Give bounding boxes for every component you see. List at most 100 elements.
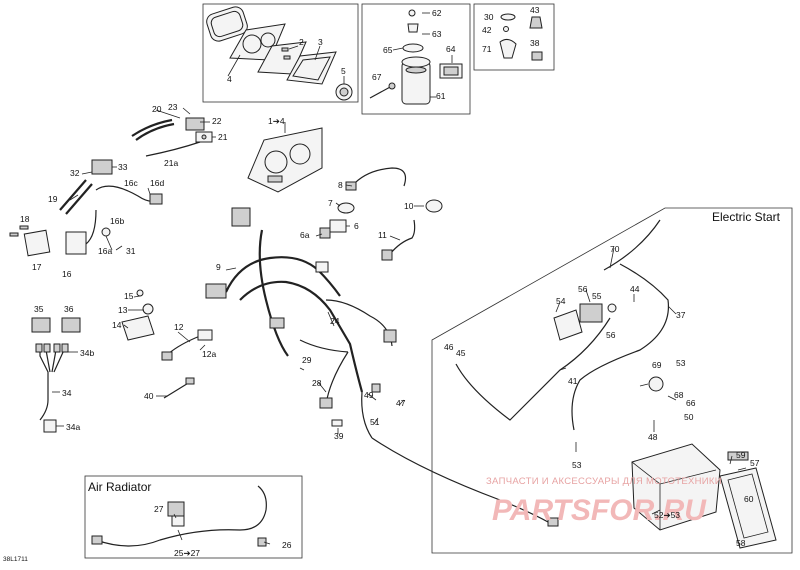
callout-3: 3 — [318, 37, 323, 47]
callout-29: 29 — [302, 355, 312, 365]
callout-54: 54 — [556, 296, 566, 306]
callout-16: 16 — [62, 269, 72, 279]
battery-58 — [631, 443, 721, 531]
callout-34a: 34a — [66, 422, 80, 432]
callout-16a: 16a — [98, 246, 112, 256]
air-radiator-box — [84, 475, 303, 559]
callout-48: 48 — [648, 432, 658, 442]
callout-47: 47 — [396, 398, 406, 408]
wire-16a — [101, 227, 111, 237]
fuel-probe — [369, 82, 396, 99]
callout-12a: 12a — [202, 349, 216, 359]
callout-57: 57 — [750, 458, 760, 468]
callout-38: 38 — [530, 38, 540, 48]
document-id: 38L1711 — [3, 556, 28, 563]
fuel-sender-clip — [402, 9, 424, 53]
callout-69: 69 — [652, 360, 662, 370]
indicator-gauge — [335, 83, 353, 101]
callout-2: 2 — [299, 37, 304, 47]
clip-parts — [499, 13, 543, 61]
ignition-switch-7 — [337, 202, 355, 214]
starter-cable-37 — [571, 219, 670, 431]
callout-37: 37 — [676, 310, 686, 320]
callout-23: 23 — [168, 102, 178, 112]
callout-63: 63 — [432, 29, 442, 39]
switches-35-36 — [31, 317, 81, 333]
callout-32: 32 — [70, 168, 80, 178]
sensor-12 — [161, 329, 213, 361]
callout-53-upper: 53 — [676, 358, 686, 368]
gauge-lens — [257, 41, 307, 75]
wire-11 — [381, 219, 416, 261]
callout-44: 44 — [630, 284, 640, 294]
callout-19: 19 — [48, 194, 58, 204]
fuel-sender-detail-box — [361, 3, 471, 115]
callout-42: 42 — [482, 25, 492, 35]
callout-49: 49 — [364, 390, 374, 400]
battery-tray-60 — [719, 467, 777, 549]
callout-11: 11 — [378, 230, 387, 240]
callout-56-lower: 56 — [606, 330, 616, 340]
callout-71: 71 — [482, 44, 492, 54]
callout-8: 8 — [338, 180, 343, 190]
callout-14: 14 — [112, 320, 122, 330]
callout-59: 59 — [736, 450, 746, 460]
callout-34b: 34b — [80, 348, 94, 358]
callout-21: 21 — [218, 132, 228, 142]
electric-start-label: Electric Start — [712, 210, 781, 224]
callout-16b: 16b — [110, 216, 124, 226]
callout-27: 27 — [154, 504, 164, 514]
callout-1-4: 1➔4 — [268, 116, 285, 126]
connector-8 — [345, 167, 407, 191]
watermark-brand: PARTSFOR.RU — [492, 494, 707, 527]
switch-17 — [23, 229, 51, 257]
callout-41: 41 — [568, 376, 578, 386]
callout-13: 13 — [118, 305, 128, 315]
instrument-cluster — [247, 127, 323, 193]
strap-57 — [727, 451, 749, 461]
switch-6 — [319, 219, 347, 239]
callout-6: 6 — [354, 221, 359, 231]
callout-70: 70 — [610, 244, 620, 254]
callout-65: 65 — [383, 45, 393, 55]
callout-22: 22 — [212, 116, 222, 126]
callout-4: 4 — [227, 74, 232, 84]
callout-62: 62 — [432, 8, 442, 18]
callout-60: 60 — [744, 494, 754, 504]
callout-5: 5 — [341, 66, 346, 76]
callout-16c: 16c — [124, 178, 138, 188]
callout-68: 68 — [674, 390, 684, 400]
callout-33: 33 — [118, 162, 128, 172]
grip-hose — [131, 118, 175, 141]
callout-28: 28 — [312, 378, 322, 388]
callout-40: 40 — [144, 391, 154, 401]
main-wiring-harness — [205, 207, 559, 527]
callout-53-lower: 53 — [572, 460, 582, 470]
callout-50: 50 — [684, 412, 694, 422]
relay-54 — [553, 303, 617, 341]
callout-12: 12 — [174, 322, 184, 332]
callout-61: 61 — [436, 91, 446, 101]
callout-55: 55 — [592, 291, 602, 301]
callout-26: 26 — [282, 540, 292, 550]
callout-24: 24 — [330, 316, 340, 326]
callout-67: 67 — [372, 72, 382, 82]
solenoid-69 — [648, 376, 664, 392]
callout-30: 30 — [484, 12, 494, 22]
callout-16d: 16d — [150, 178, 164, 188]
callout-46: 46 — [444, 342, 454, 352]
callout-39: 39 — [334, 431, 344, 441]
callout-34: 34 — [62, 388, 72, 398]
electric-start-box — [431, 207, 793, 554]
callout-51: 51 — [370, 417, 380, 427]
callout-17: 17 — [32, 262, 42, 272]
connector-21 — [195, 131, 213, 143]
fuel-sender-unit — [401, 56, 431, 105]
connector-22 — [185, 117, 205, 131]
callout-10: 10 — [404, 201, 414, 211]
callout-21a: 21a — [164, 158, 178, 168]
socket-10 — [425, 199, 443, 213]
callout-6a: 6a — [300, 230, 310, 240]
